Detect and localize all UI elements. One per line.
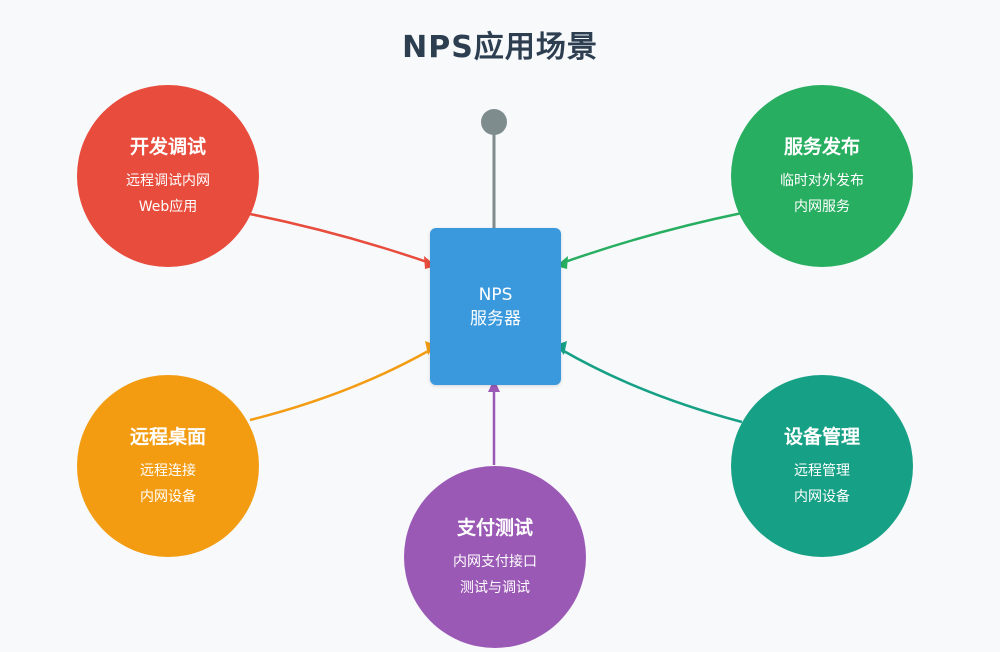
node-line: 临时对外发布 xyxy=(780,173,864,189)
link-service-publish xyxy=(561,211,743,265)
link-dev-debug xyxy=(244,211,431,265)
node-payment-test: 支付测试 内网支付接口 测试与调试 xyxy=(404,466,586,648)
node-title: 开发调试 xyxy=(129,136,206,158)
node-remote-desktop: 远程桌面 远程连接 内网设备 xyxy=(77,375,259,557)
node-device-manage: 设备管理 远程管理 内网设备 xyxy=(731,375,913,557)
node-line: 远程连接 xyxy=(140,463,196,479)
antenna-knob xyxy=(481,109,507,135)
node-line: 测试与调试 xyxy=(460,580,530,596)
node-service-publish: 服务发布 临时对外发布 内网服务 xyxy=(731,85,913,267)
link-remote-desktop xyxy=(249,348,431,422)
node-title: 远程桌面 xyxy=(129,426,206,448)
server-name: NPS xyxy=(478,284,513,305)
node-title: 服务发布 xyxy=(783,136,860,158)
node-line: 远程管理 xyxy=(794,463,850,479)
node-line: 内网设备 xyxy=(794,489,850,505)
node-dev-debug: 开发调试 远程调试内网 Web应用 xyxy=(77,85,259,267)
node-line: 内网设备 xyxy=(140,489,196,505)
node-title: 设备管理 xyxy=(783,426,860,448)
node-line: Web应用 xyxy=(138,199,198,215)
page-title: NPS应用场景 xyxy=(402,30,598,65)
nps-server-box: NPS 服务器 xyxy=(430,228,561,385)
node-title: 支付测试 xyxy=(456,517,533,539)
link-device-manage xyxy=(561,348,743,424)
arrow-payment-test xyxy=(488,379,500,392)
node-line: 内网支付接口 xyxy=(453,554,537,570)
node-line: 内网服务 xyxy=(794,199,850,215)
node-line: 远程调试内网 xyxy=(126,173,210,189)
server-label: 服务器 xyxy=(470,308,521,329)
